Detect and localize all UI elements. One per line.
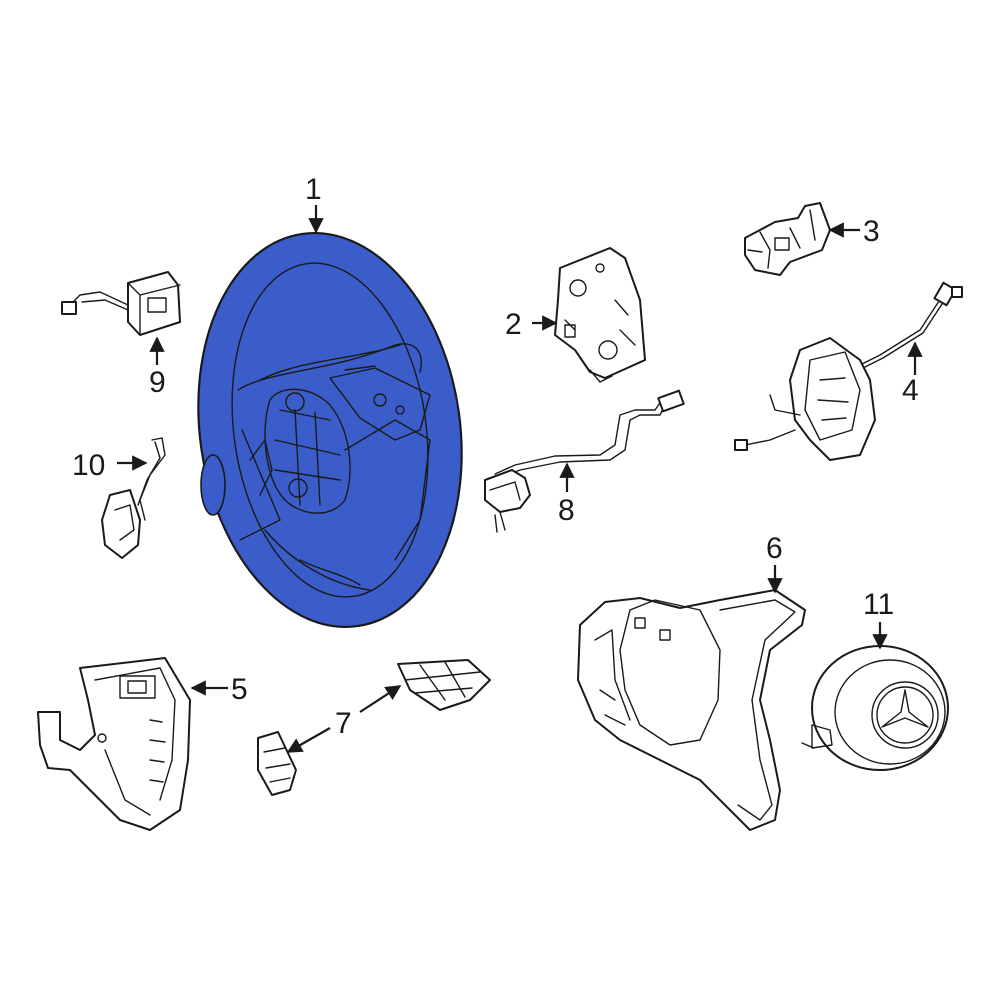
part-4-clock-spring[interactable] — [734, 281, 963, 461]
part-7-switch-pads[interactable] — [257, 659, 491, 796]
callout-5: 5 — [231, 673, 248, 706]
callout-6: 6 — [766, 532, 783, 565]
part-3-switch-bracket[interactable] — [744, 202, 831, 276]
part-5-lower-trim[interactable] — [37, 657, 191, 831]
callout-7: 7 — [335, 707, 352, 740]
callout-10: 10 — [72, 449, 105, 482]
callout-11: 11 — [863, 588, 894, 621]
callout-1: 1 — [305, 173, 322, 206]
part-6-trim-cover[interactable] — [577, 589, 806, 831]
part-11-airbag[interactable] — [801, 645, 949, 771]
callout-8: 8 — [558, 494, 575, 527]
part-1-steering-wheel[interactable] — [174, 216, 487, 644]
leader-line-7b — [286, 727, 331, 753]
part-10-paddle-harness[interactable] — [101, 437, 166, 559]
part-8-wiring-harness[interactable] — [484, 389, 685, 533]
callout-4: 4 — [902, 374, 919, 407]
part-2-mounting-plate[interactable] — [554, 247, 646, 383]
callout-2: 2 — [505, 308, 522, 341]
part-9-switch[interactable] — [61, 271, 181, 336]
leader-line-7a — [359, 685, 402, 713]
callout-9: 9 — [149, 366, 166, 399]
callout-3: 3 — [863, 215, 880, 248]
